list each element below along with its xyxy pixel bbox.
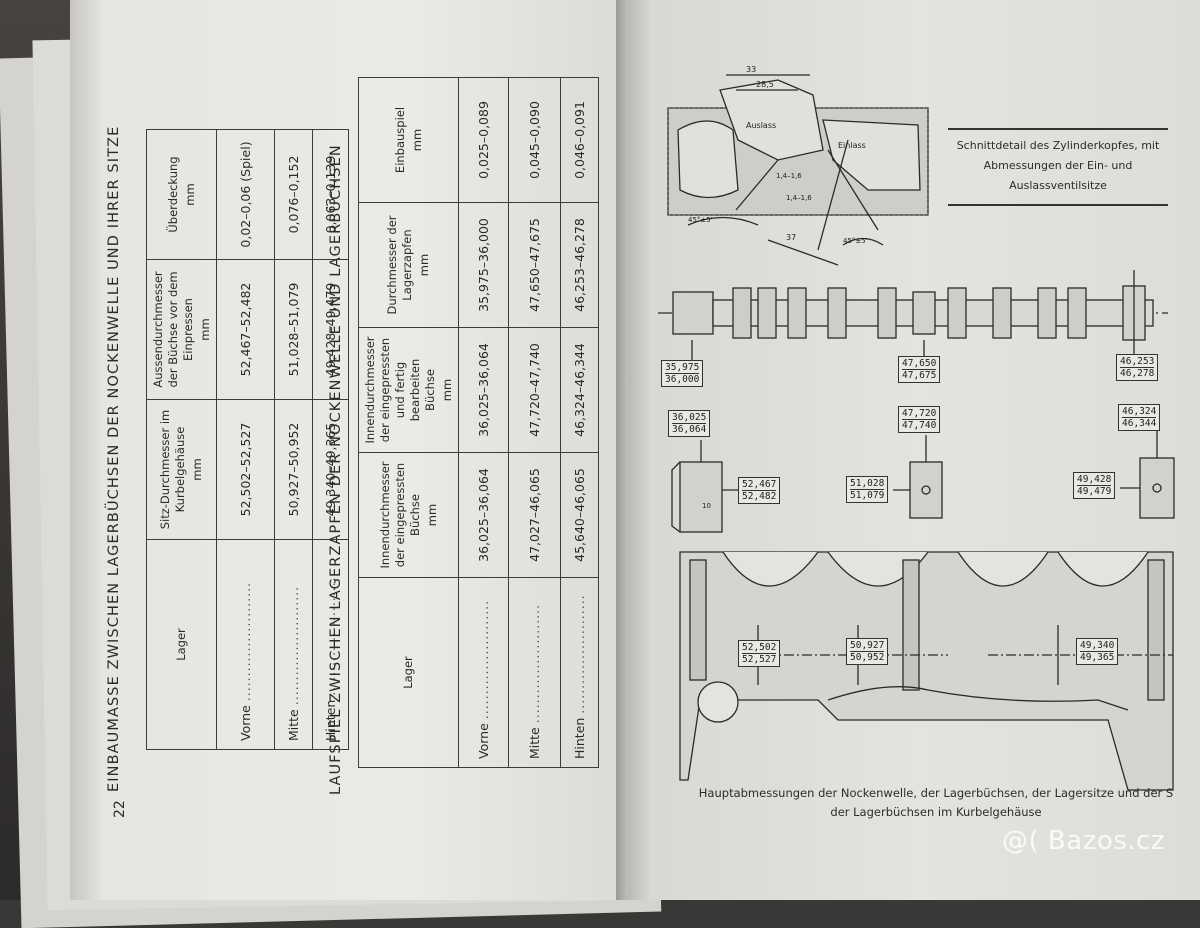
table-row: Mitte ........................ 47,027–46…	[508, 77, 561, 768]
table-row: Vorne ........................ 52,502–52…	[216, 129, 275, 750]
right-page: Auslass Einlass 33 28,5 1,4–1,6 1,4–1,6 …	[628, 0, 1200, 900]
left-page-rotated-content: 22 EINBAUMASSE ZWISCHEN LAGERBÜCHSEN DER…	[70, 0, 635, 900]
header-lager: Lager	[146, 539, 217, 750]
header-aussen: Aussendurchmesser der Büchse vor dem Ein…	[146, 259, 217, 400]
dim-33: 33	[746, 65, 756, 74]
auslass-label: Auslass	[746, 121, 776, 130]
table-row: Mitte ........................ 50,927–50…	[274, 129, 313, 750]
dim-28-5: 28,5	[756, 80, 774, 89]
table2-title: LAUFSPIEL ZWISCHEN LAGERZAPFEN DER NOCKE…	[328, 144, 344, 795]
main-caption: Hauptabmessungen der Nockenwelle, der La…	[698, 786, 1174, 819]
caption-rule-top	[948, 128, 1168, 130]
table-laufspiel: Lager Innendurchmesser der eingepressten…	[358, 77, 599, 768]
table-row: Hinten ........................ 45,640–4…	[560, 77, 599, 768]
left-page: 22 EINBAUMASSE ZWISCHEN LAGERBÜCHSEN DER…	[70, 0, 635, 900]
table-header-row: Lager Innendurchmesser der eingepressten…	[358, 77, 459, 768]
header-innen-ein: Innendurchmesser der eingepressten Büchs…	[358, 452, 459, 578]
caption-rule-bottom	[948, 204, 1168, 206]
camshaft-drawing	[658, 270, 1168, 372]
cylinder-head-section	[667, 74, 929, 266]
table-row: Vorne ........................ 36,025–36…	[458, 77, 509, 768]
dim-angle-2: 45°±5'	[843, 237, 868, 245]
header-lager: Lager	[358, 577, 459, 768]
bush-small-dim: 10	[702, 502, 711, 510]
einlass-label: Einlass	[838, 141, 866, 150]
dim-seat-2: 1,4–1,6	[786, 194, 812, 202]
technical-drawings: Auslass Einlass 33 28,5 1,4–1,6 1,4–1,6 …	[658, 65, 1175, 791]
page-number: 22	[112, 800, 128, 818]
table1-title: EINBAUMASSE ZWISCHEN LAGERBÜCHSEN DER NO…	[106, 125, 122, 792]
dim-angle-1: 45°±5'	[688, 216, 713, 224]
cylinder-head-caption: Schnittdetail des Zylinderkopfes, mit Ab…	[948, 128, 1168, 206]
header-innen-fertig: Innendurchmesser der eingepressten und f…	[358, 327, 459, 453]
bushes-drawing	[671, 430, 1175, 533]
dim-seat-1: 1,4–1,6	[776, 172, 802, 180]
crankcase-section	[679, 551, 1174, 791]
bazos-watermark: @( Bazos.cz	[1002, 826, 1165, 856]
dim-37: 37	[786, 233, 796, 242]
